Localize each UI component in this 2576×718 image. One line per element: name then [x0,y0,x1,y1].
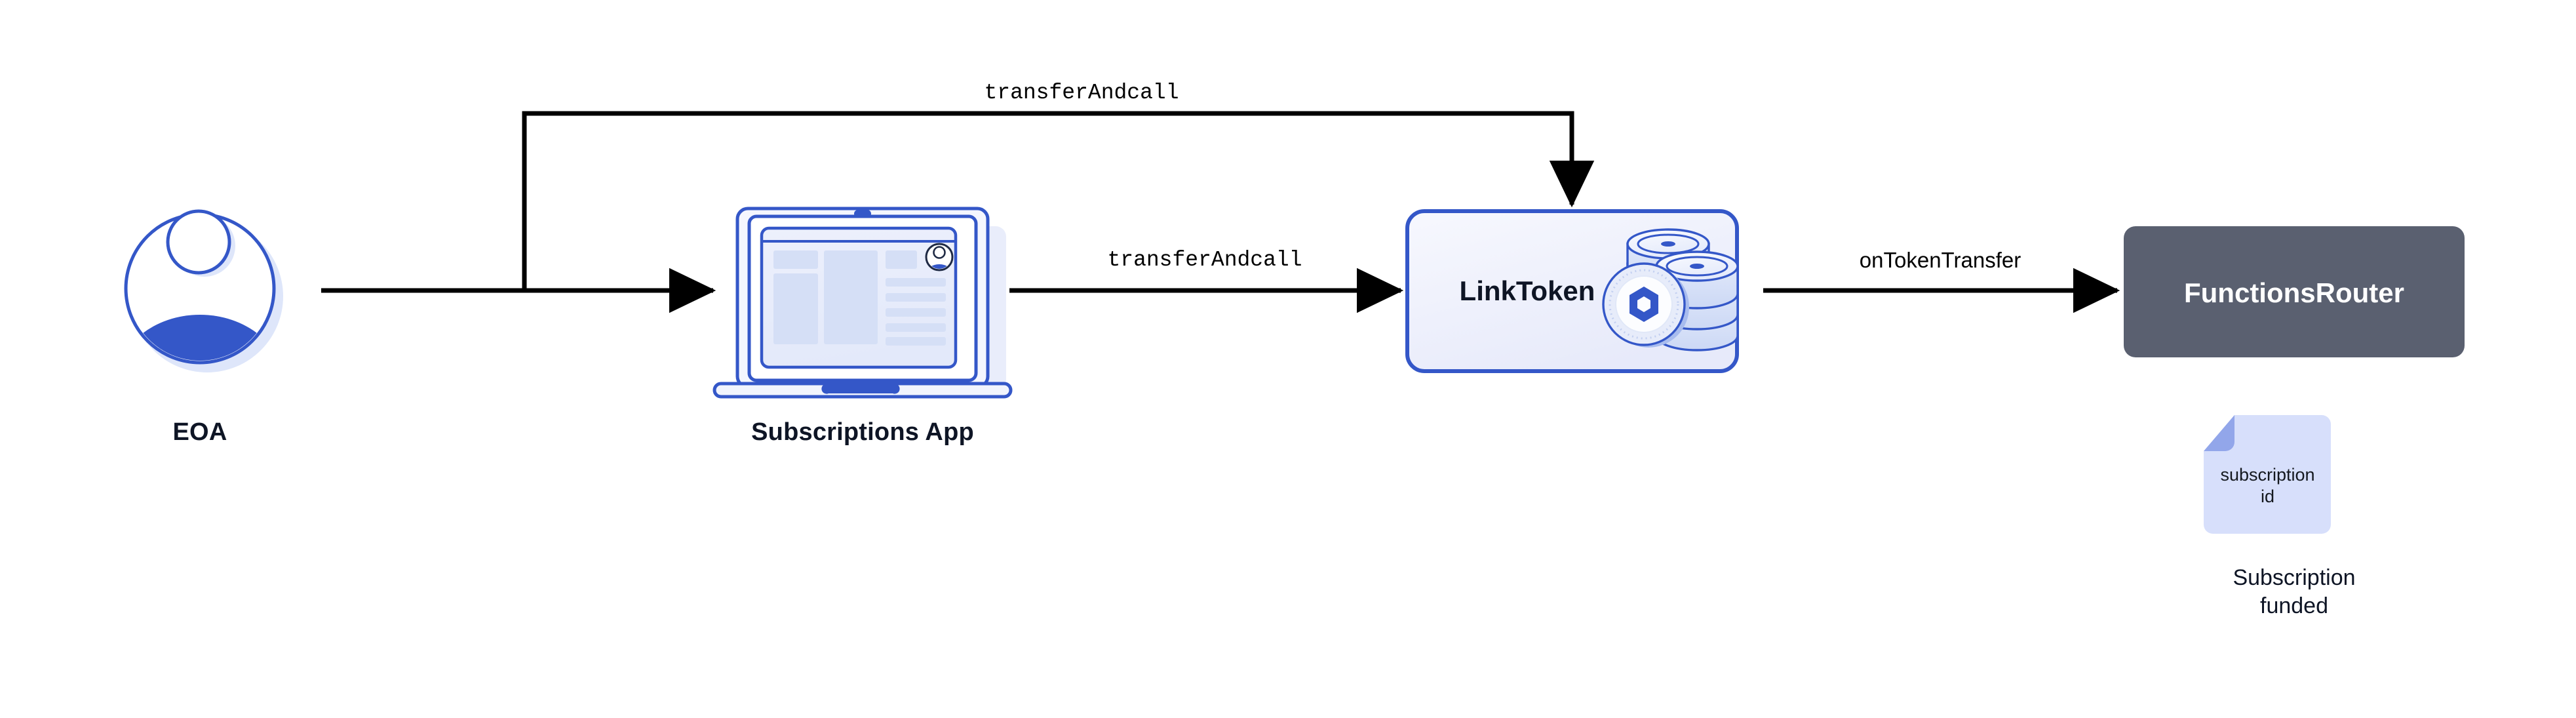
laptop-icon [712,207,1013,399]
eoa-label: EOA [172,418,227,446]
edge-label-transfer-and-call-mid: transferAndcall [1107,248,1302,272]
subscription-funded-caption: Subscription funded [2137,564,2451,620]
functionsrouter-box[interactable] [2124,226,2465,357]
subscriptions-app-label: Subscriptions App [751,418,974,446]
document-icon [2204,415,2331,534]
functionsrouter-label: FunctionsRouter [2184,277,2404,308]
edge-eoa-to-linktoken [522,111,1595,290]
caption-line-1: Subscription [2233,565,2356,590]
link-coin-stack-icon [1602,228,1739,351]
caption-line-2: funded [2260,593,2328,618]
document-text-line-1: subscription [2220,465,2315,485]
connector-layer [321,111,2120,313]
edge-label-on-token-transfer: onTokenTransfer [1859,248,2021,272]
edge-label-transfer-and-call-top: transferAndcall [984,81,1179,105]
user-avatar-icon [124,209,283,372]
linktoken-label: LinkToken [1459,275,1595,306]
document-text-line-2: id [2260,486,2274,506]
